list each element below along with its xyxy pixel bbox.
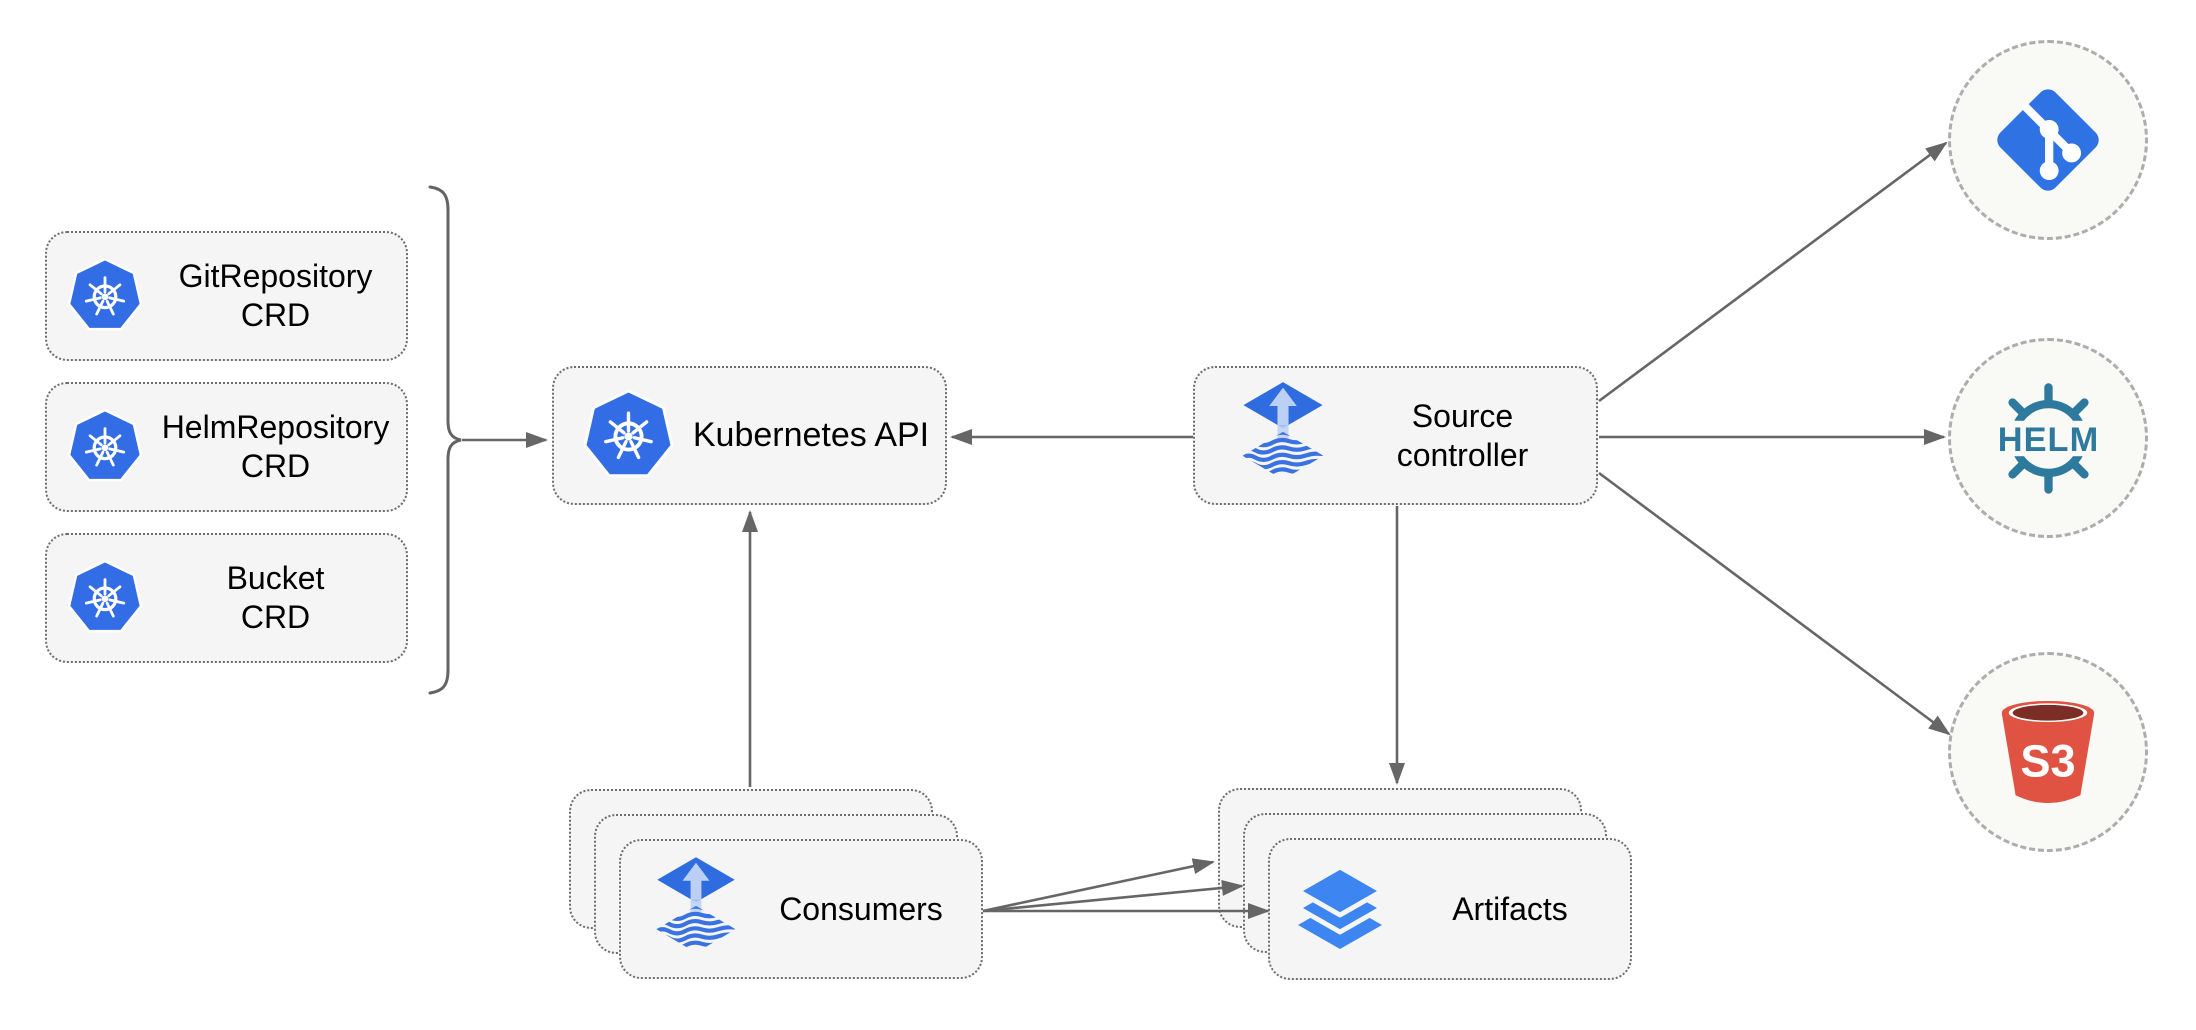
node-helm-source: HELM — [1948, 338, 2148, 538]
node-gitrepository-crd: GitRepository CRD — [45, 231, 408, 361]
node-kubernetes-api: Kubernetes API — [552, 366, 947, 505]
kubernetes-icon — [67, 409, 143, 482]
consumers-label: Consumers — [779, 890, 943, 927]
helm-logo-text: HELM — [1997, 421, 2099, 459]
s3-logo-text: S3 — [2020, 736, 2075, 787]
node-git-source — [1948, 40, 2148, 240]
crd-group-brace — [428, 185, 462, 695]
arrow-source-controller-to-s3 — [1598, 471, 1951, 736]
s3-bucket-icon: S3 — [2001, 700, 2095, 804]
helm-icon: HELM — [1985, 382, 2111, 494]
arrow-source-controller-to-git — [1598, 141, 1948, 403]
source-controller-label: Source controller — [1396, 397, 1529, 473]
node-source-controller: Source controller — [1193, 366, 1598, 505]
node-artifacts: Artifacts — [1268, 838, 1632, 980]
gitrepository-crd-label: GitRepository CRD — [178, 258, 373, 333]
node-consumers: Consumers — [619, 839, 983, 979]
flux-icon — [656, 856, 736, 950]
git-icon — [1997, 89, 2099, 191]
kubernetes-icon — [67, 560, 143, 633]
helmrepository-crd-label: HelmRepository CRD — [161, 409, 390, 484]
arrow-consumers-to-artifacts-back — [982, 858, 1215, 913]
flux-icon — [1242, 382, 1324, 477]
node-bucket-crd: Bucket CRD — [45, 533, 408, 663]
kubernetes-icon — [67, 258, 143, 331]
node-s3-source: S3 — [1948, 652, 2148, 852]
artifacts-label: Artifacts — [1452, 890, 1568, 927]
kubernetes-icon — [583, 389, 674, 478]
layers-icon — [1295, 867, 1385, 949]
arrow-consumers-to-artifacts-middle — [982, 879, 1244, 913]
node-helmrepository-crd: HelmRepository CRD — [45, 382, 408, 512]
bucket-crd-label: Bucket CRD — [226, 560, 325, 635]
kubernetes-api-label: Kubernetes API — [692, 416, 930, 454]
